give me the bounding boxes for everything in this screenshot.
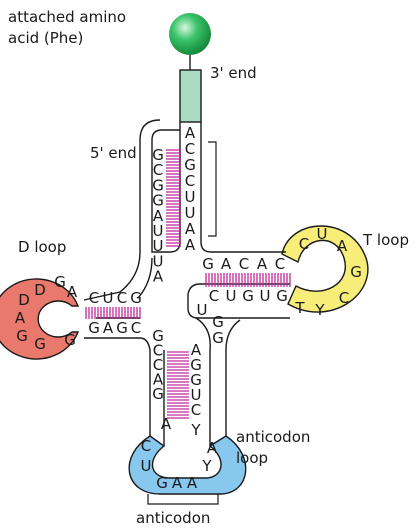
anticodon-loop-base: A — [161, 415, 172, 433]
d-loop-base: G — [16, 327, 28, 345]
five-prime-end-label: 5' end — [90, 144, 137, 162]
t-stem-bottom-base: U — [226, 287, 237, 305]
t-loop-base: T — [294, 299, 305, 317]
d-stem-bottom-base: A — [103, 319, 114, 337]
t-stem-top-base: C — [239, 255, 249, 273]
t-stem-bottom-base: U — [260, 287, 271, 305]
anticodon-loop-base: C — [141, 437, 151, 455]
anticodon-bracket — [148, 494, 218, 504]
anticodon-loop-label-line1: anticodon — [236, 428, 310, 446]
t-loop-base: A — [337, 237, 348, 255]
d-loop-base: D — [18, 291, 30, 309]
t-stem-top-base: C — [275, 255, 285, 273]
d-loop-label: D loop — [18, 238, 66, 256]
t-stem-top-base: G — [202, 255, 214, 273]
t-stem-bottom-base: G — [276, 287, 288, 305]
acceptor-5prime-base: A — [153, 268, 164, 286]
t-loop-base: C — [339, 289, 349, 307]
anticodon-loop-base: A — [207, 439, 218, 457]
d-loop-base: G — [54, 273, 66, 291]
d-stem-top-base: G — [130, 289, 142, 307]
t-loop-label: T loop — [362, 231, 409, 249]
t-stem-bottom-base: G — [242, 287, 254, 305]
acceptor-3prime-base: A — [185, 236, 196, 254]
anticodon-stem-left-base: G — [152, 385, 164, 403]
anticodon-loop-base: A — [187, 474, 198, 492]
three-prime-bracket — [208, 142, 216, 236]
d-stem-top-base: U — [103, 289, 114, 307]
d-loop-base: A — [67, 283, 78, 301]
t-loop-base: C — [299, 235, 309, 253]
variable-loop-base: G — [212, 329, 224, 347]
three-prime-end-label: 3' end — [210, 64, 257, 82]
t-stem-top-base: A — [221, 255, 232, 273]
d-stem-top-base: C — [89, 289, 99, 307]
t-loop-base: Y — [314, 301, 325, 319]
acceptor-end-segment — [180, 70, 201, 122]
t-stem-top-base: A — [257, 255, 268, 273]
t-loop-base: G — [350, 263, 362, 281]
amino-acid-label-line1: attached amino — [8, 8, 126, 26]
t-stem-bottom-base: C — [209, 287, 219, 305]
d-loop-base: G — [34, 335, 46, 353]
anticodon-loop-base: G — [156, 474, 168, 492]
d-stem-bottom-base: G — [88, 319, 100, 337]
anticodon-stem-right-base: C — [191, 401, 201, 419]
variable-loop-base: U — [197, 301, 208, 319]
anticodon-loop-base: Y — [190, 421, 201, 439]
d-stem-top-base: C — [117, 289, 127, 307]
t-loop-base: U — [317, 225, 328, 243]
anticodon-loop-base: Y — [201, 457, 212, 475]
anticodon-loop-base: A — [172, 474, 183, 492]
d-stem-bottom-base: C — [131, 319, 141, 337]
anticodon-loop-label-line2: loop — [236, 449, 268, 467]
d-stem-bottom-base: G — [116, 319, 128, 337]
anticodon-label: anticodon — [136, 509, 210, 527]
amino-acid-ball — [169, 13, 211, 55]
d-loop-base: A — [15, 309, 26, 327]
anticodon-loop-base: U — [141, 457, 152, 475]
d-loop-base: D — [34, 281, 46, 299]
d-loop-base: G — [64, 331, 76, 349]
amino-acid-label-line2: acid (Phe) — [8, 29, 83, 47]
